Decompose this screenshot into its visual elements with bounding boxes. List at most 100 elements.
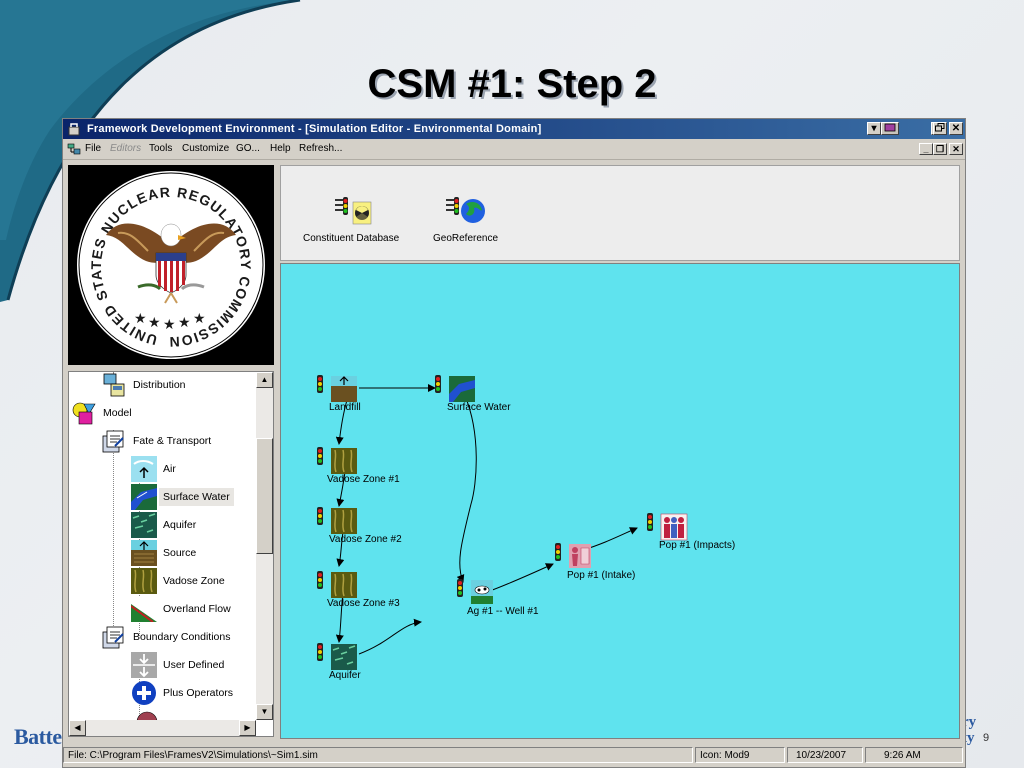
slide-title: CSM #1: Step 2 bbox=[367, 62, 657, 106]
tree-item-label: Plus Operators bbox=[163, 687, 234, 699]
menu-customize[interactable]: Customize bbox=[182, 143, 230, 154]
close-button[interactable]: ✕ bbox=[949, 122, 963, 135]
menu-bar: File Editors Tools Customize GO... Help … bbox=[63, 139, 965, 160]
tree-item-label: Model bbox=[103, 407, 132, 419]
vadose-zone-icon bbox=[131, 568, 157, 594]
slide-swoosh-decoration bbox=[0, 0, 301, 302]
nrc-seal-panel: UNITED STATES NUCLEAR REGULATORY COMMISS… bbox=[68, 165, 274, 365]
node-label: Vadose Zone #3 bbox=[327, 598, 400, 609]
mdi-minimize-button[interactable]: _ bbox=[919, 143, 933, 155]
tree-item-model[interactable]: Model bbox=[71, 400, 132, 426]
partial-tree-icon bbox=[136, 711, 158, 720]
title-bar[interactable]: Framework Development Environment - [Sim… bbox=[63, 119, 965, 139]
svg-text:★: ★ bbox=[193, 311, 206, 327]
user-defined-icon bbox=[131, 652, 157, 678]
scroll-left-button[interactable]: ◀ bbox=[69, 720, 86, 736]
agriculture-icon bbox=[457, 579, 493, 604]
mdi-restore-button[interactable]: ❐ bbox=[933, 143, 947, 155]
svg-text:★: ★ bbox=[178, 315, 191, 331]
node-label: Vadose Zone #1 bbox=[327, 474, 400, 485]
fate-transport-icon bbox=[102, 430, 124, 453]
tree-item-plus-operators[interactable]: Plus Operators bbox=[131, 680, 233, 706]
status-icon: Icon: Mod9 bbox=[695, 747, 785, 763]
menu-file[interactable]: File bbox=[85, 143, 102, 154]
intake-icon bbox=[555, 543, 591, 568]
tree-item-label: Surface Water bbox=[159, 488, 234, 506]
status-file-path: File: C:\Program Files\FramesV2\Simulati… bbox=[63, 747, 693, 763]
aquifer-icon bbox=[131, 512, 157, 538]
component-tree: Distribution Model Fate & Transport bbox=[68, 371, 274, 737]
scroll-thumb[interactable] bbox=[256, 438, 273, 554]
node-label: Ag #1 -- Well #1 bbox=[467, 606, 539, 617]
surface-water-icon bbox=[435, 375, 475, 402]
georeference-icon bbox=[445, 197, 485, 223]
palette-item-label: GeoReference bbox=[433, 233, 499, 244]
menu-tools[interactable]: Tools bbox=[149, 143, 173, 154]
nrc-seal: UNITED STATES NUCLEAR REGULATORY COMMISS… bbox=[77, 171, 265, 359]
palette-item-constituent-database[interactable]: Constituent Database bbox=[303, 196, 399, 244]
plus-operators-icon bbox=[132, 681, 156, 705]
impacts-icon bbox=[647, 513, 688, 541]
node-label: Aquifer bbox=[329, 670, 361, 681]
surface-water-icon bbox=[131, 484, 157, 510]
vadose-zone-icon bbox=[317, 507, 357, 534]
window-list-button[interactable] bbox=[881, 122, 899, 135]
tree-item-label: Overland Flow bbox=[163, 603, 231, 615]
tree-connector bbox=[113, 430, 114, 648]
source-icon bbox=[317, 375, 357, 402]
tree-item-surface-water[interactable]: Surface Water bbox=[131, 484, 234, 510]
restore-button[interactable] bbox=[933, 122, 947, 135]
tree-item-distribution[interactable]: Distribution bbox=[101, 372, 186, 398]
application-window: Framework Development Environment - [Sim… bbox=[62, 118, 966, 768]
palette-item-label: Constituent Database bbox=[303, 233, 400, 244]
mdi-close-button[interactable]: ✕ bbox=[949, 143, 963, 155]
svg-text:★: ★ bbox=[163, 317, 176, 333]
scroll-down-button[interactable]: ▼ bbox=[256, 704, 273, 720]
palette-item-georeference[interactable]: GeoReference bbox=[433, 196, 498, 244]
global-components-palette: Constituent Database GeoReference bbox=[280, 165, 960, 261]
tree-item-label: Boundary Conditions bbox=[133, 631, 231, 643]
source-icon bbox=[131, 540, 157, 566]
node-label: Vadose Zone #2 bbox=[329, 534, 402, 545]
menu-help[interactable]: Help bbox=[270, 143, 291, 154]
status-time: 9:26 AM bbox=[865, 747, 963, 763]
tree-item-label: Vadose Zone bbox=[163, 575, 225, 587]
svg-text:★: ★ bbox=[134, 311, 147, 327]
aquifer-icon bbox=[317, 643, 357, 670]
status-date: 10/23/2007 bbox=[787, 747, 863, 763]
boundary-conditions-icon bbox=[102, 626, 124, 649]
tree-item-aquifer[interactable]: Aquifer bbox=[131, 512, 196, 538]
tree-item-user-defined[interactable]: User Defined bbox=[131, 652, 224, 678]
simulation-canvas[interactable]: Landfill Surface Water Vadose Zone #1 bbox=[280, 263, 960, 739]
page-number: 9 bbox=[983, 732, 990, 744]
tree-item-fate-transport[interactable]: Fate & Transport bbox=[101, 428, 211, 454]
scroll-right-button[interactable]: ▶ bbox=[239, 720, 256, 736]
menu-refresh[interactable]: Refresh... bbox=[299, 143, 343, 154]
constituent-database-icon bbox=[335, 197, 372, 225]
tree-item-air[interactable]: Air bbox=[131, 456, 176, 482]
menu-editors[interactable]: Editors bbox=[110, 143, 142, 154]
tree-item-overland-flow[interactable]: Overland Flow bbox=[131, 596, 231, 622]
restore-icon bbox=[935, 123, 945, 132]
tree-item-source[interactable]: Source bbox=[131, 540, 196, 566]
tree-item-boundary-conditions[interactable]: Boundary Conditions bbox=[101, 624, 230, 650]
node-label: Landfill bbox=[329, 402, 361, 413]
node-label: Surface Water bbox=[447, 402, 511, 413]
app-icon bbox=[68, 123, 80, 136]
tree-horizontal-scrollbar[interactable]: ◀ ▶ bbox=[69, 720, 256, 736]
tree-item-label: Distribution bbox=[133, 379, 186, 391]
vadose-zone-icon bbox=[317, 571, 357, 598]
air-icon bbox=[131, 456, 157, 482]
node-label: Pop #1 (Impacts) bbox=[659, 540, 736, 551]
dropdown-button[interactable]: ▾ bbox=[867, 122, 881, 135]
svg-text:★: ★ bbox=[148, 315, 161, 331]
overland-flow-icon bbox=[131, 596, 157, 622]
tree-vertical-scrollbar[interactable]: ▲ ▼ bbox=[256, 372, 273, 720]
menu-go[interactable]: GO... bbox=[236, 143, 260, 154]
vadose-zone-icon bbox=[317, 447, 357, 474]
tree-item-vadose-zone[interactable]: Vadose Zone bbox=[131, 568, 225, 594]
distribution-icon bbox=[103, 373, 125, 397]
scroll-up-button[interactable]: ▲ bbox=[256, 372, 273, 388]
document-icon[interactable] bbox=[67, 143, 81, 155]
tree-item-label: Air bbox=[163, 463, 176, 475]
